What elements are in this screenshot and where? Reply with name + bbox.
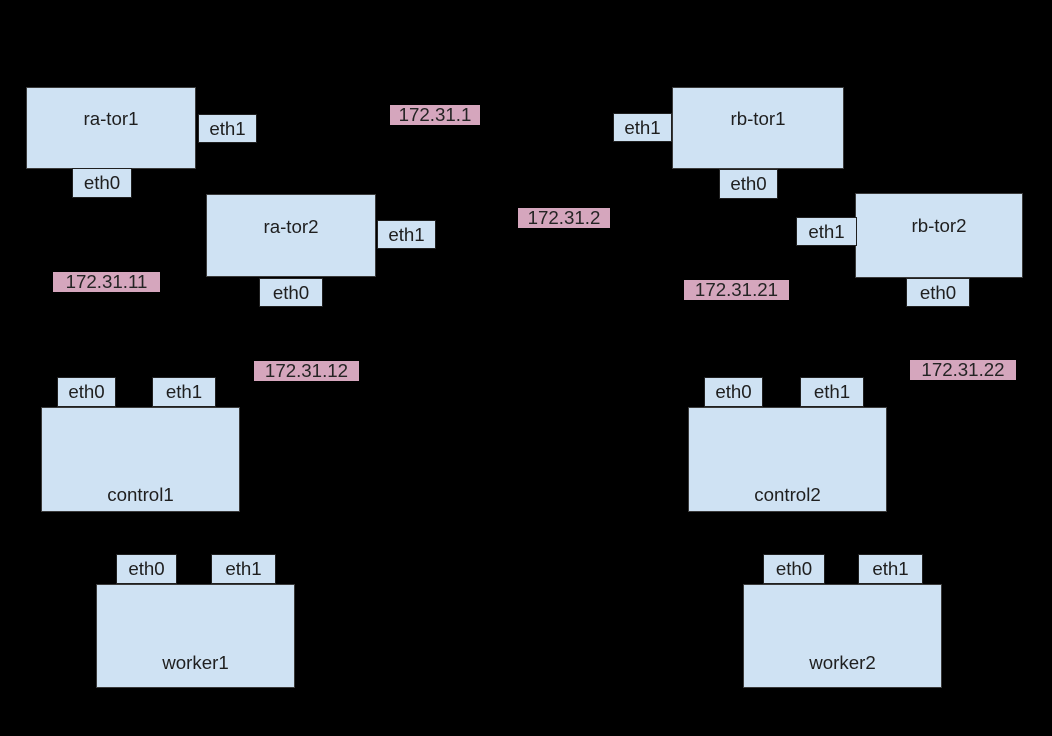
interface-worker2-eth0: eth0 <box>763 554 825 584</box>
interface-ra-tor2-eth0: eth0 <box>259 278 323 307</box>
ip-label-172-31-1: 172.31.1 <box>390 105 480 125</box>
node-label-ra-tor1: ra-tor1 <box>83 108 139 129</box>
interface-control1-eth0: eth0 <box>57 377 116 407</box>
interface-control1-eth1: eth1 <box>152 377 216 407</box>
interface-control2-eth0: eth0 <box>704 377 763 407</box>
ip-label-172-31-11: 172.31.11 <box>53 272 160 292</box>
ip-label-172-31-22: 172.31.22 <box>910 360 1016 380</box>
ip-label-172-31-12: 172.31.12 <box>254 361 359 381</box>
interface-rb-tor1-eth1: eth1 <box>613 113 672 142</box>
interface-worker1-eth1: eth1 <box>211 554 276 584</box>
interface-rb-tor1-eth0: eth0 <box>719 169 778 199</box>
ip-label-172-31-2: 172.31.2 <box>518 208 610 228</box>
node-label-rb-tor2: rb-tor2 <box>911 215 967 236</box>
node-ra-tor1: ra-tor1 <box>26 87 196 169</box>
node-control2: control2 <box>688 407 887 512</box>
node-label-rb-tor1: rb-tor1 <box>730 108 786 129</box>
node-worker1: worker1 <box>96 584 295 688</box>
node-label-control2: control2 <box>754 484 821 505</box>
interface-ra-tor1-eth1: eth1 <box>198 114 257 143</box>
interface-rb-tor2-eth1: eth1 <box>796 217 857 246</box>
node-label-ra-tor2: ra-tor2 <box>263 216 319 237</box>
node-label-control1: control1 <box>107 484 174 505</box>
node-label-worker1: worker1 <box>162 652 229 673</box>
node-control1: control1 <box>41 407 240 512</box>
node-rb-tor2: rb-tor2 <box>855 193 1023 278</box>
interface-rb-tor2-eth0: eth0 <box>906 278 970 307</box>
interface-control2-eth1: eth1 <box>800 377 864 407</box>
interface-ra-tor1-eth0: eth0 <box>72 168 132 198</box>
node-rb-tor1: rb-tor1 <box>672 87 844 169</box>
ip-label-172-31-21: 172.31.21 <box>684 280 789 300</box>
interface-worker1-eth0: eth0 <box>116 554 177 584</box>
node-worker2: worker2 <box>743 584 942 688</box>
node-ra-tor2: ra-tor2 <box>206 194 376 277</box>
node-label-worker2: worker2 <box>809 652 876 673</box>
interface-ra-tor2-eth1: eth1 <box>377 220 436 249</box>
interface-worker2-eth1: eth1 <box>858 554 923 584</box>
